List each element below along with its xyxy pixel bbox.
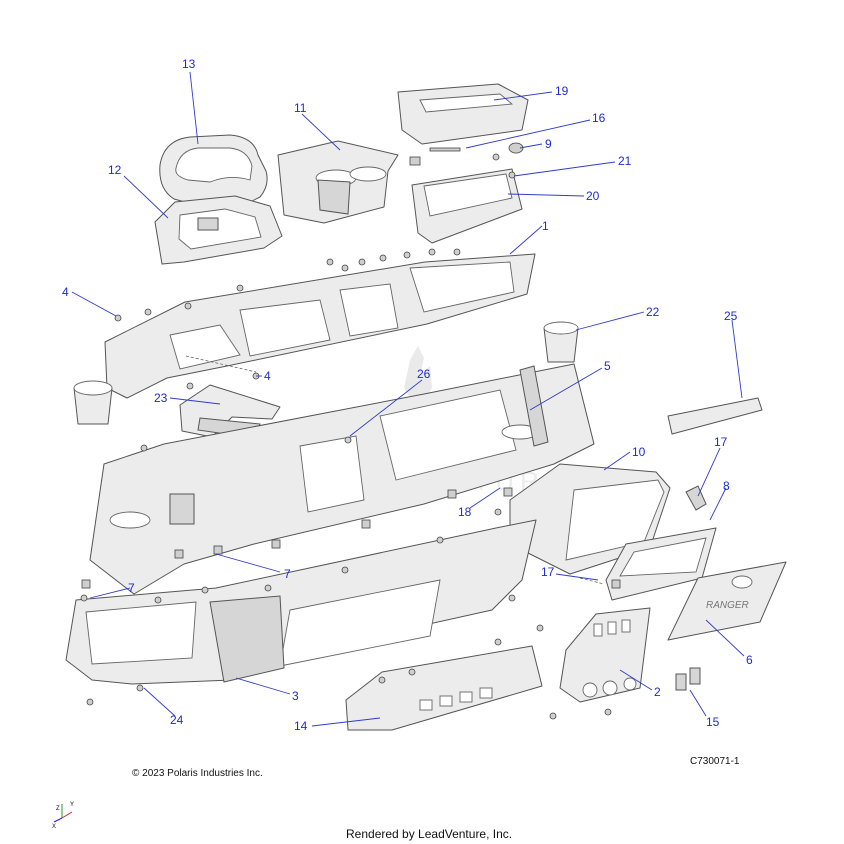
assembly-line <box>185 355 257 373</box>
part-upper-cupholder <box>277 140 399 224</box>
part-lower-switch-panel <box>345 645 543 731</box>
part-lower-dash <box>65 519 537 685</box>
callout-7[interactable]: 7 <box>284 567 291 581</box>
hardware-upper <box>409 142 524 179</box>
part-dash-body <box>89 363 595 595</box>
callout-12[interactable]: 14 <box>294 719 308 733</box>
callout-9[interactable]: 9 <box>545 137 552 151</box>
callout-25[interactable]: 24 <box>170 713 184 727</box>
callout-24[interactable]: 23 <box>154 391 168 405</box>
callout-23[interactable]: 22 <box>646 305 660 319</box>
figure-code: C730071-1 <box>690 756 740 767</box>
rod-icon <box>429 147 461 152</box>
callout-21[interactable]: 20 <box>586 189 600 203</box>
callout-22[interactable]: 21 <box>618 154 632 168</box>
axis-y-label: Y <box>70 802 74 808</box>
assembly-line <box>579 577 605 585</box>
part-cupholder-insert-right <box>543 321 579 363</box>
part-trim-strip <box>667 397 763 435</box>
callout-19[interactable]: 18 <box>458 505 472 519</box>
callout-11[interactable]: 10 <box>632 445 646 459</box>
callouts: 13 12 11 19 16 9 21 20 1 4 4 22 25 26 5 … <box>62 57 753 733</box>
part-upper-dash <box>104 253 536 399</box>
callout-5[interactable]: 5 <box>604 359 611 373</box>
callout-4a[interactable]: 4 <box>62 285 69 299</box>
copyright-text: © 2023 Polaris Industries Inc. <box>132 768 263 779</box>
callout-18[interactable]: 17 <box>714 435 728 449</box>
part-storage-bin <box>411 168 523 244</box>
callout-6[interactable]: 6 <box>746 653 753 667</box>
callout-8[interactable]: 8 <box>723 479 730 493</box>
axis-triad-icon: Z Y X <box>52 802 74 830</box>
callout-4b[interactable]: 4 <box>264 369 271 383</box>
callout-20[interactable]: 19 <box>555 84 569 98</box>
callout-27[interactable]: 26 <box>417 367 431 381</box>
part-switch-bezel <box>559 607 651 703</box>
axis-x-label: X <box>52 824 56 830</box>
callout-3[interactable]: 3 <box>292 689 299 703</box>
callout-14[interactable]: 12 <box>108 163 122 177</box>
render-credit: Rendered by LeadVenture, Inc. <box>346 827 512 841</box>
part-gauge-bezel <box>159 134 268 206</box>
axis-z-label: Z <box>56 806 60 812</box>
hardware-lower <box>80 436 621 720</box>
part-storage-lid <box>397 83 529 145</box>
callout-2[interactable]: 2 <box>654 685 661 699</box>
callout-16[interactable]: 15 <box>706 715 720 729</box>
callout-13[interactable]: 11 <box>294 101 307 115</box>
callout-26[interactable]: 25 <box>724 309 738 323</box>
callout-15[interactable]: 13 <box>182 57 196 71</box>
part-gauge-housing <box>154 195 283 265</box>
part-latch <box>685 485 707 511</box>
callout-leaders <box>71 71 745 727</box>
callout-17a[interactable]: 16 <box>592 111 606 125</box>
part-glovebox-door: RANGER <box>667 561 787 641</box>
grommet-icon <box>508 142 524 154</box>
callout-17b[interactable]: 17 <box>541 565 555 579</box>
brand-plate-text: RANGER <box>706 600 749 611</box>
callout-1[interactable]: 1 <box>542 219 549 233</box>
part-connector <box>675 667 701 691</box>
part-glovebox-seal <box>605 527 717 601</box>
screw-row <box>114 248 461 390</box>
callout-10[interactable]: 7 <box>128 581 135 595</box>
part-cupholder-insert-left <box>73 380 113 425</box>
